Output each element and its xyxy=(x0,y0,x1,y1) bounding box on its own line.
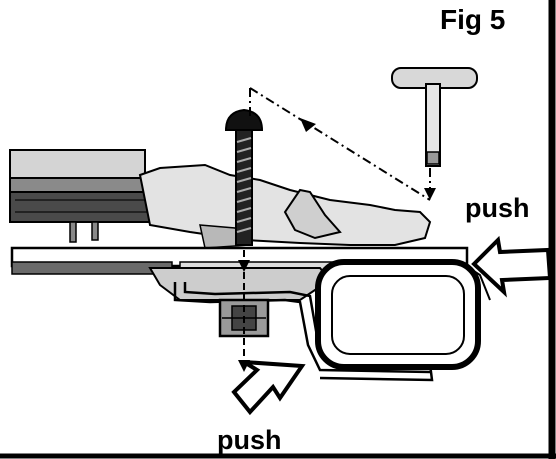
push-label-bottom: push xyxy=(217,425,282,455)
tool-insert-arrowhead xyxy=(424,188,436,200)
tool-motion-guide xyxy=(249,87,431,201)
push-arrow-icon xyxy=(231,360,306,416)
push-arrow-icon xyxy=(471,235,553,298)
bolt-icon xyxy=(224,108,264,246)
clamp-upper-body xyxy=(138,163,432,249)
figure-title: Fig 5 xyxy=(440,4,506,35)
hex-key-tool-icon xyxy=(391,67,478,167)
tool-motion-arrowhead xyxy=(300,118,316,132)
roof-rail-tube xyxy=(315,259,491,370)
roof-rail-profile xyxy=(9,149,156,243)
push-label-right: push xyxy=(465,193,530,223)
